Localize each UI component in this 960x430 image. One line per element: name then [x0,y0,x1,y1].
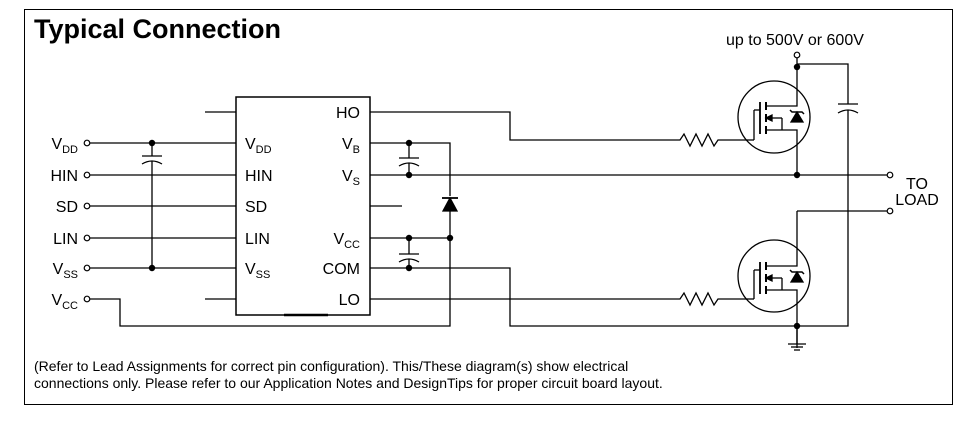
footnote: (Refer to Lead Assignments for correct p… [34,358,663,392]
ic-pin-hin: HIN [245,168,273,185]
ic-pin-vs: VS [342,168,360,188]
terminal-hin [83,171,91,179]
terminal-to-load [886,171,894,179]
junction-dots [148,63,801,330]
ext-label-vss: VSS [53,261,78,281]
terminal-load-2 [886,207,894,215]
ic-pin-vss: VSS [245,261,270,281]
low-side-gate-resistor [675,291,745,307]
ic-left-pin-labels: VDD HIN SD LIN VSS [245,136,273,281]
ext-label-lin: LIN [53,231,78,248]
footnote-line-1: (Refer to Lead Assignments for correct p… [34,358,629,374]
bus-capacitor [797,63,859,327]
terminal-hv [793,51,801,59]
ic-right-pin-labels: HO VB VS VCC COM LO [323,105,360,309]
high-side-mosfet [737,64,811,175]
external-pin-labels: VDD HIN SD LIN VSS VCC [50,136,78,312]
input-wires [90,111,451,327]
ext-label-vdd: VDD [51,136,78,156]
footnote-line-2: connections only. Please refer to our Ap… [34,375,663,391]
to-load-label-line1: TO [906,176,928,193]
terminal-vcc [83,295,91,303]
ext-label-sd: SD [56,199,78,216]
ext-label-vcc: VCC [51,292,78,312]
vcc-capacitor [398,238,420,268]
ic-pin-vb: VB [342,136,360,156]
output-wires [370,111,890,327]
terminal-lin [83,234,91,242]
ext-label-hin: HIN [50,168,78,185]
to-load-label-line2: LOAD [895,192,939,209]
terminal-sd [83,202,91,210]
terminals [83,51,894,303]
terminal-vdd [83,139,91,147]
hv-supply-label: up to 500V or 600V [726,32,864,49]
ic-pin-ho: HO [336,105,360,122]
ic-pin-com: COM [323,261,360,278]
terminal-vss [83,264,91,272]
ground-icon [788,326,806,351]
diagram-title: Typical Connection [34,14,282,44]
ic-pin-vcc: VCC [333,231,360,251]
diagram-frame [24,9,953,405]
high-side-gate-resistor [675,132,745,148]
bootstrap-capacitor [398,143,420,175]
ic-pin-lin: LIN [245,231,270,248]
ic-pin-vdd: VDD [245,136,272,156]
ic-pin-lo: LO [339,292,360,309]
ic-pin-sd: SD [245,199,267,216]
bootstrap-diode [441,196,459,238]
